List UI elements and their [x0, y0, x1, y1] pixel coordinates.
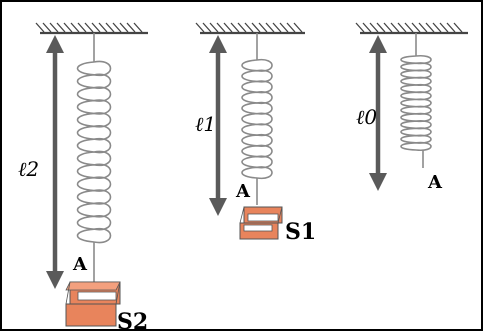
ceiling-hatch-mark: [70, 22, 80, 33]
ceiling-hatch-mark: [98, 22, 108, 33]
ceiling-hatch-mark: [286, 22, 296, 33]
ceiling-hatch-mark: [411, 22, 421, 33]
ceiling-hatch-mark: [272, 22, 282, 33]
ceiling-hatch-mark: [251, 22, 261, 33]
ceiling-hatch-mark: [126, 22, 136, 33]
ceiling-hatch-mark: [425, 22, 435, 33]
point-a-label-1: A: [235, 181, 251, 202]
ceiling-hatch-mark: [105, 22, 115, 33]
ceiling-hatch-mark: [209, 22, 219, 33]
mass-block-s1: [239, 206, 283, 240]
length-label-2: ℓ2: [18, 157, 39, 181]
ceiling-hatch-mark: [35, 22, 45, 33]
length-label-1: ℓ1: [195, 112, 216, 136]
ceiling-hatch-mark: [84, 22, 94, 33]
ceiling-hatch-mark: [112, 22, 122, 33]
ceiling-hatch-mark: [432, 22, 442, 33]
ceiling-hatch-mark: [223, 22, 233, 33]
mass-label-s1: S1: [285, 219, 316, 245]
point-a-label-0: A: [427, 172, 443, 193]
ceiling-hatch-mark: [77, 22, 87, 33]
ceiling-hatch-mark: [244, 22, 254, 33]
spring-2-assembly: ℓ2 A S2: [18, 22, 148, 331]
point-a-label-2: A: [72, 254, 88, 275]
ceiling-hatch-mark: [258, 22, 268, 33]
ceiling-hatch-mark: [133, 22, 143, 33]
ceiling-hatch-mark: [446, 22, 456, 33]
ceiling-hatch-mark: [362, 22, 372, 33]
ceiling-hatch-mark: [91, 22, 101, 33]
spring-0-assembly: ℓ0 A: [355, 22, 468, 193]
ceiling-support-2: [35, 22, 148, 35]
ceiling-hatch-mark: [383, 22, 393, 33]
spring-1-coil: [241, 58, 273, 180]
ceiling-hatch-mark: [230, 22, 240, 33]
ceiling-support-0: [355, 22, 468, 35]
ceiling-hatch-mark: [216, 22, 226, 33]
ceiling-hatch-mark: [202, 22, 212, 33]
ceiling-hatch-mark: [42, 22, 52, 33]
ceiling-hatch-mark: [418, 22, 428, 33]
spring-1-assembly: ℓ1 A S1: [195, 22, 316, 245]
ceiling-hatch-mark: [439, 22, 449, 33]
ceiling-hatch-mark: [49, 22, 59, 33]
ceiling-hatch-mark: [265, 22, 275, 33]
ceiling-support-1: [195, 22, 305, 35]
ceiling-hatch-mark: [397, 22, 407, 33]
mass-label-s2: S2: [117, 309, 148, 331]
ceiling-hatch-mark: [390, 22, 400, 33]
ceiling-hatch-mark: [293, 22, 303, 33]
spring-0-coil: [400, 55, 432, 151]
ceiling-hatch-mark: [376, 22, 386, 33]
ceiling-hatch-mark: [404, 22, 414, 33]
mass-block-s2: [65, 281, 121, 327]
ceiling-hatch-mark: [119, 22, 129, 33]
ceiling-hatch-mark: [63, 22, 73, 33]
ceiling-hatch-mark: [369, 22, 379, 33]
ceiling-hatch-mark: [56, 22, 66, 33]
ceiling-hatch-mark: [195, 22, 205, 33]
ceiling-hatch-mark: [237, 22, 247, 33]
length-label-0: ℓ0: [356, 105, 377, 129]
spring-2-coil: [76, 60, 112, 244]
ceiling-hatch-mark: [279, 22, 289, 33]
ceiling-hatch-mark: [355, 22, 365, 33]
ceiling-hatch-mark: [453, 22, 463, 33]
